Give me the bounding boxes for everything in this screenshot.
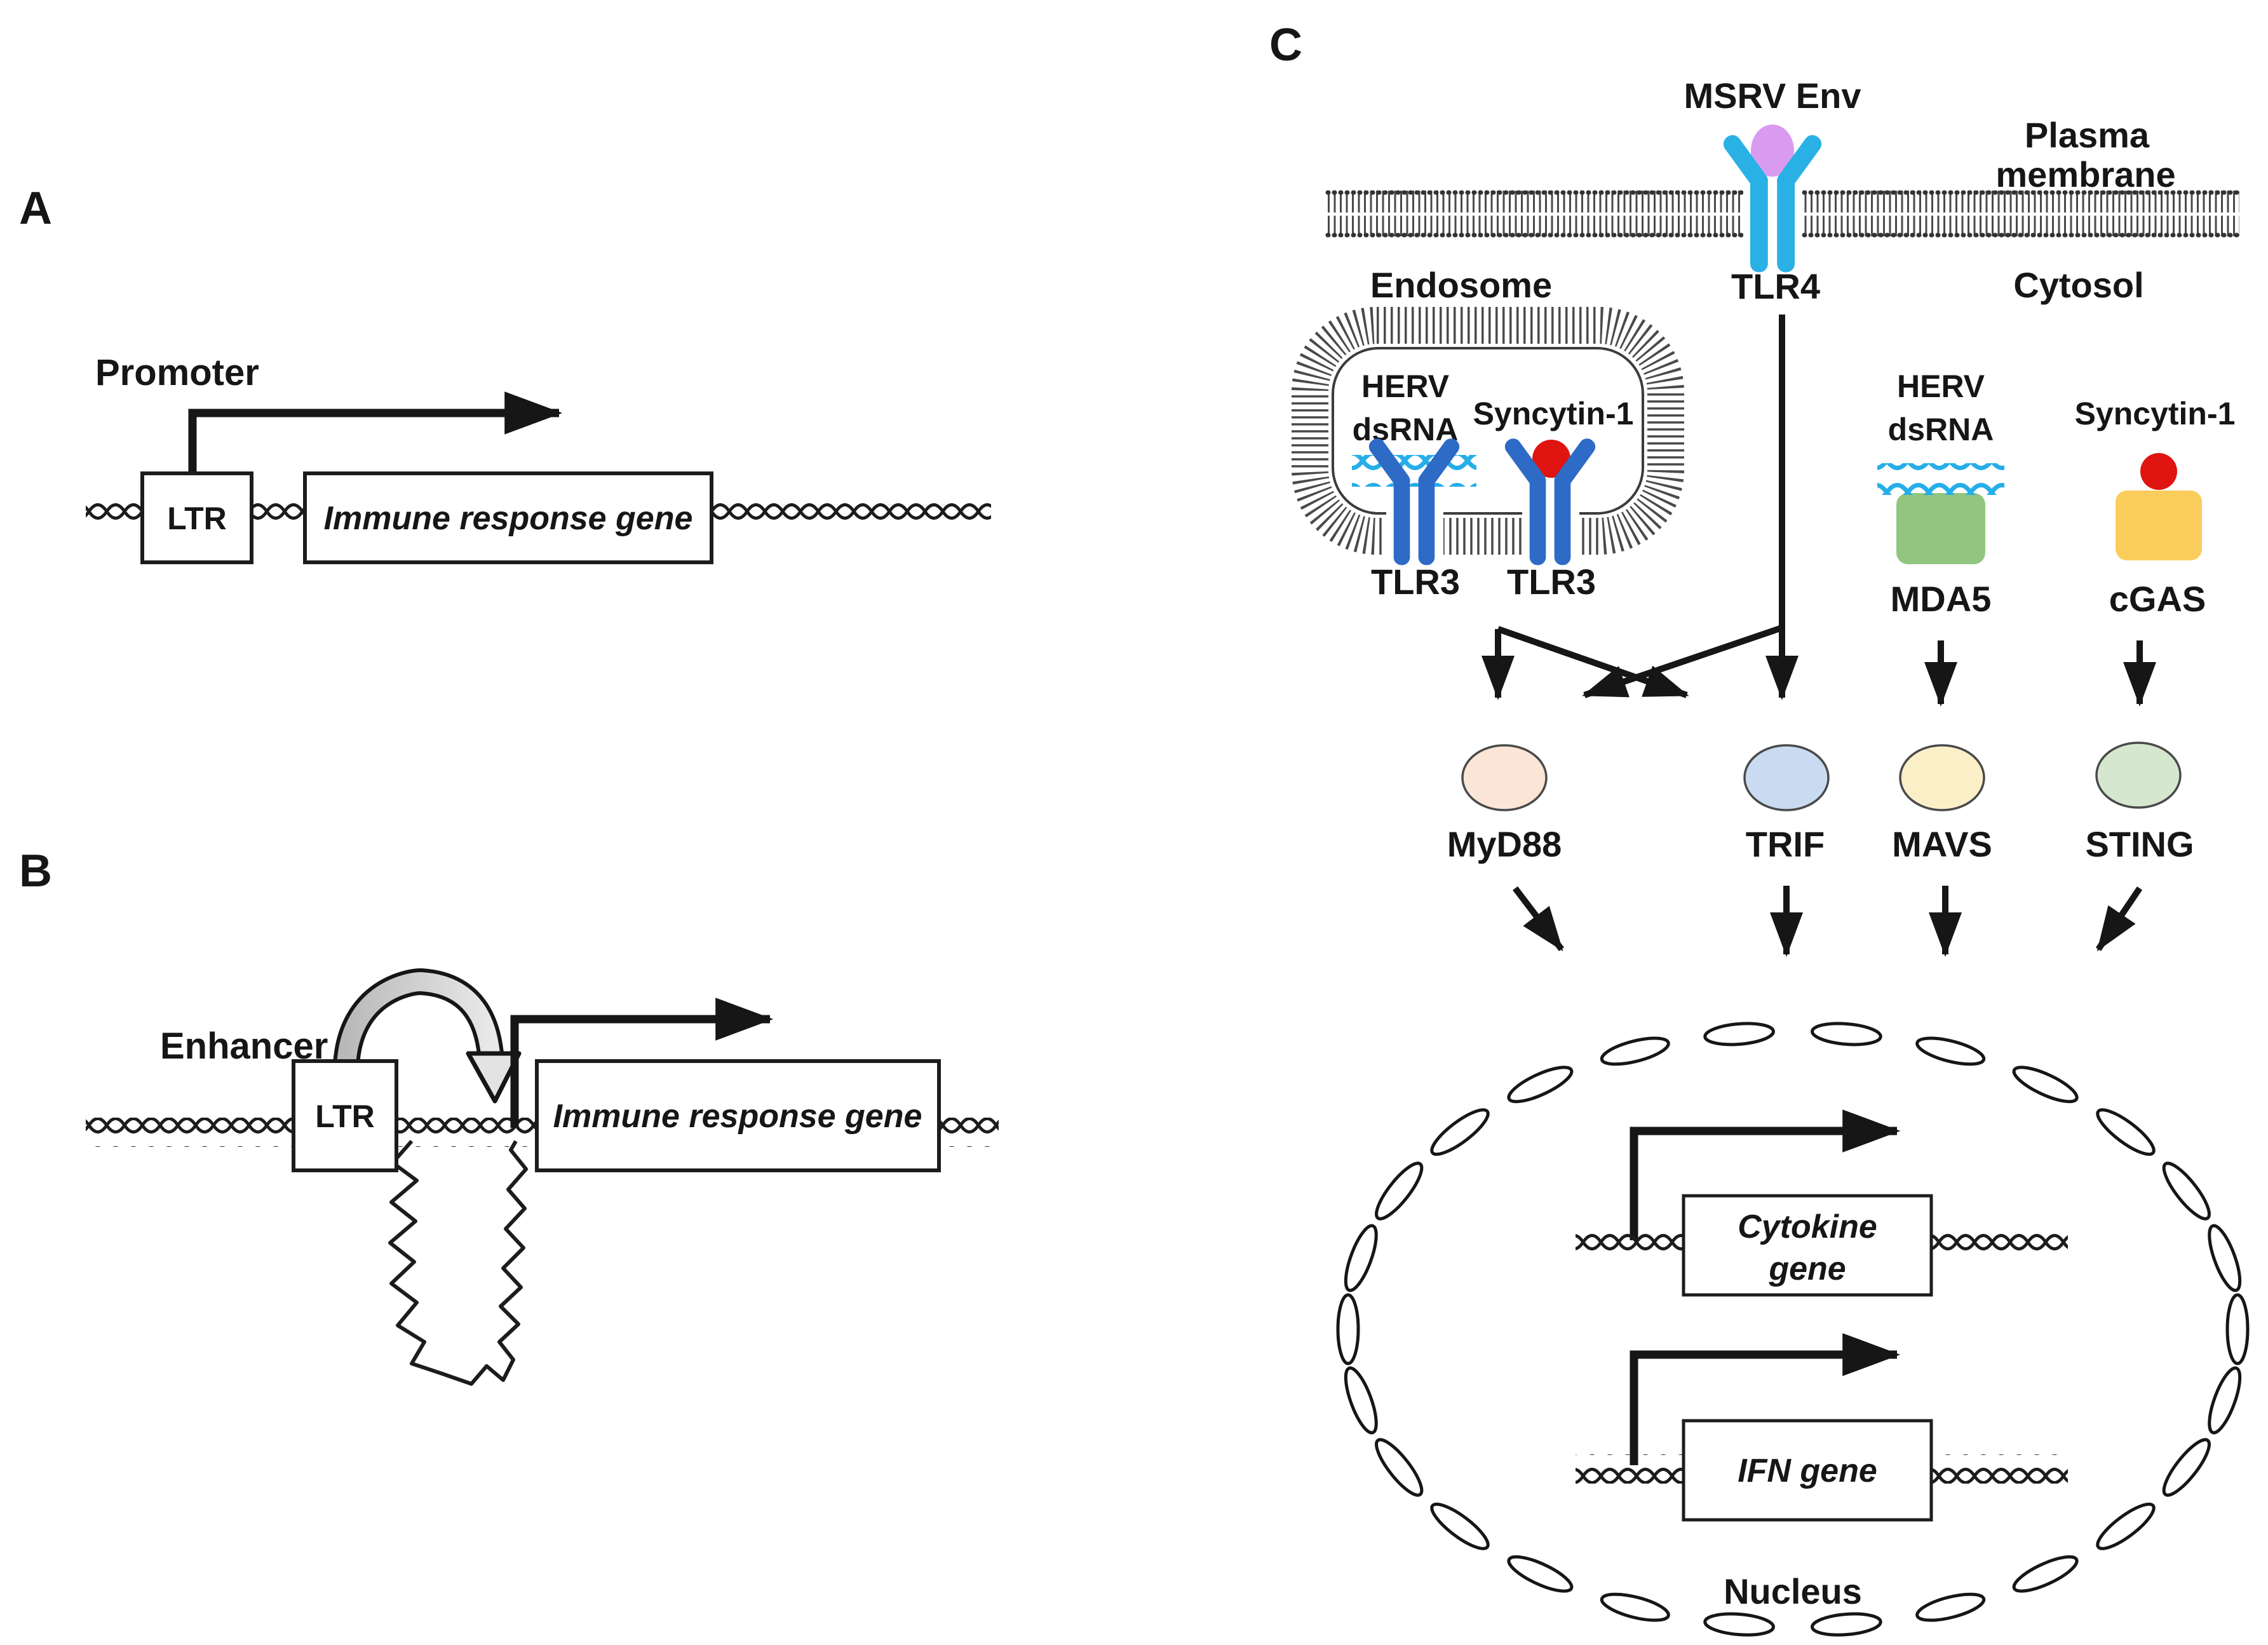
nuclear-pore-oval bbox=[1375, 1161, 1424, 1221]
sting-node bbox=[2095, 741, 2182, 809]
ifn-gene-label: IFN gene bbox=[1738, 1452, 1877, 1489]
msrv-env-label: MSRV Env bbox=[1684, 76, 1861, 116]
mda5-label: MDA5 bbox=[1891, 579, 1992, 619]
nuclear-pore-oval bbox=[1430, 1108, 1490, 1156]
immune-response-gene-box bbox=[303, 471, 713, 564]
nuclear-pore-oval bbox=[2208, 1224, 2242, 1292]
cytokine-gene-row: Cytokine gene bbox=[1576, 1109, 2068, 1297]
nuclear-pore-oval bbox=[1430, 1502, 1490, 1550]
cytosol-label: Cytosol bbox=[2013, 265, 2143, 305]
nuclear-pore-oval bbox=[2208, 1366, 2242, 1435]
msrv-env-ligand-icon bbox=[1751, 125, 1794, 177]
syncytin-ligand-icon bbox=[2140, 453, 2177, 490]
cytokine-gene-label-line1: Cytokine bbox=[1738, 1208, 1877, 1245]
transcription-arrow bbox=[1630, 1333, 1901, 1465]
nuclear-pore-oval bbox=[1344, 1366, 1378, 1435]
nuclear-pore-oval bbox=[1703, 1612, 1775, 1637]
tlr3-left-label: TLR3 bbox=[1371, 562, 1460, 602]
mavs-label: MAVS bbox=[1892, 824, 1992, 864]
nuclear-pore-oval bbox=[2096, 1502, 2156, 1550]
tlr4-label: TLR4 bbox=[1731, 266, 1820, 306]
panel-b-letter: B bbox=[19, 846, 52, 897]
plasma-membrane-label-line1: Plasma bbox=[2025, 115, 2150, 155]
myd88-label: MyD88 bbox=[1447, 824, 1562, 864]
tlr3-to-trif-arrow bbox=[1497, 626, 1689, 698]
endosome-label: Endosome bbox=[1370, 265, 1552, 305]
herv-dsrna-icon bbox=[1352, 455, 1476, 487]
nuclear-pore-oval bbox=[2225, 1293, 2250, 1365]
panel-a: A Promoter LTR Immune response gene bbox=[19, 183, 991, 564]
immune-response-gene-box bbox=[535, 1059, 941, 1172]
ltr-box bbox=[292, 1059, 398, 1172]
nuclear-pore-oval bbox=[1600, 1592, 1670, 1622]
nuclear-pore-oval bbox=[1811, 1612, 1882, 1637]
endosome-herv-label-line1: HERV bbox=[1361, 369, 1450, 404]
nuclear-pore-oval bbox=[1915, 1592, 1986, 1622]
myd88-node bbox=[1461, 744, 1548, 811]
tlr4-to-myd88-arrow bbox=[1582, 625, 1783, 698]
endosome-syncytin-label: Syncytin-1 bbox=[1473, 396, 1634, 431]
adaptor-myd88: MyD88 bbox=[1447, 744, 1562, 864]
nuclear-pore-oval bbox=[2096, 1108, 2156, 1156]
cytokine-gene-label-line2: gene bbox=[1768, 1250, 1846, 1287]
enhancer-arrowhead-icon bbox=[466, 1051, 522, 1104]
cytosol-syncytin-label: Syncytin-1 bbox=[2075, 396, 2236, 431]
endosome-lipid-fringe bbox=[1292, 307, 1684, 555]
nuclear-envelope bbox=[1336, 1022, 2250, 1637]
ltr-label: LTR bbox=[167, 501, 226, 536]
nuclear-pore-oval bbox=[1375, 1438, 1424, 1497]
transcription-arrow bbox=[1630, 1109, 1901, 1240]
nuclear-pore-oval bbox=[2162, 1438, 2211, 1497]
herv-dsrna-icon bbox=[1877, 463, 2004, 495]
nuclear-pore-oval bbox=[1507, 1555, 1574, 1593]
nuclear-pore-oval bbox=[1600, 1036, 1670, 1066]
promoter-title: Promoter bbox=[95, 352, 259, 393]
ltr-label: LTR bbox=[315, 1099, 374, 1134]
enhancer-arc bbox=[337, 971, 500, 1066]
adaptor-mavs: MAVS bbox=[1892, 744, 1992, 864]
transcription-arrow bbox=[188, 391, 563, 471]
ifn-gene-box bbox=[1682, 1419, 1933, 1522]
adaptor-sting: STING bbox=[2085, 741, 2194, 864]
plasma-membrane-label-line2: membrane bbox=[1995, 154, 2175, 194]
nucleus-label: Nucleus bbox=[1724, 1571, 1862, 1611]
nuclear-pore-oval bbox=[2012, 1555, 2079, 1593]
endosome-herv-label-line2: dsRNA bbox=[1353, 412, 1459, 447]
nuclear-pore-oval bbox=[1811, 1022, 1882, 1046]
ltr-box bbox=[140, 471, 253, 564]
mda5-sensor-icon bbox=[1896, 493, 1985, 564]
cytosol-herv-label-line1: HERV bbox=[1897, 369, 1985, 404]
nuclear-pore-oval bbox=[1507, 1066, 1574, 1104]
cgas-label: cGAS bbox=[2109, 579, 2206, 619]
panel-c-letter: C bbox=[1269, 20, 1302, 71]
panel-a-letter: A bbox=[19, 183, 52, 234]
ifn-gene-row: IFN gene bbox=[1576, 1333, 2068, 1522]
cytosol-herv-label-line2: dsRNA bbox=[1888, 412, 1994, 447]
nuclear-pore-oval bbox=[1703, 1022, 1775, 1046]
adaptor-trif: TRIF bbox=[1743, 744, 1830, 864]
panel-b: B Enhancer LTR Immune response gene bbox=[19, 846, 999, 1386]
immune-response-gene-label: Immune response gene bbox=[324, 500, 693, 537]
immune-response-gene-label: Immune response gene bbox=[553, 1098, 922, 1135]
mavs-node bbox=[1899, 744, 1985, 811]
sting-label: STING bbox=[2085, 824, 2194, 864]
tlr3-right-label: TLR3 bbox=[1507, 562, 1596, 602]
nuclear-pore-oval bbox=[1344, 1224, 1378, 1292]
dna-loop bbox=[388, 1140, 528, 1386]
syncytin-ligand-icon bbox=[1532, 440, 1570, 478]
cytokine-gene-box bbox=[1682, 1194, 1933, 1297]
transcription-arrow bbox=[510, 998, 774, 1128]
panel-c: C MSRV Env Plasma membrane Endosome TLR4… bbox=[1269, 20, 2250, 1637]
nuclear-pore-oval bbox=[1915, 1036, 1986, 1066]
sting-to-nucleus-arrow bbox=[2095, 886, 2143, 952]
cgas-sensor-icon bbox=[2116, 491, 2202, 560]
nuclear-pore-oval bbox=[1336, 1293, 1360, 1365]
nuclear-pore-oval bbox=[2012, 1066, 2079, 1104]
myd88-to-nucleus-arrow bbox=[1513, 886, 1564, 952]
trif-node bbox=[1743, 744, 1830, 811]
nuclear-pore-oval bbox=[2162, 1161, 2211, 1221]
trif-label: TRIF bbox=[1746, 824, 1825, 864]
